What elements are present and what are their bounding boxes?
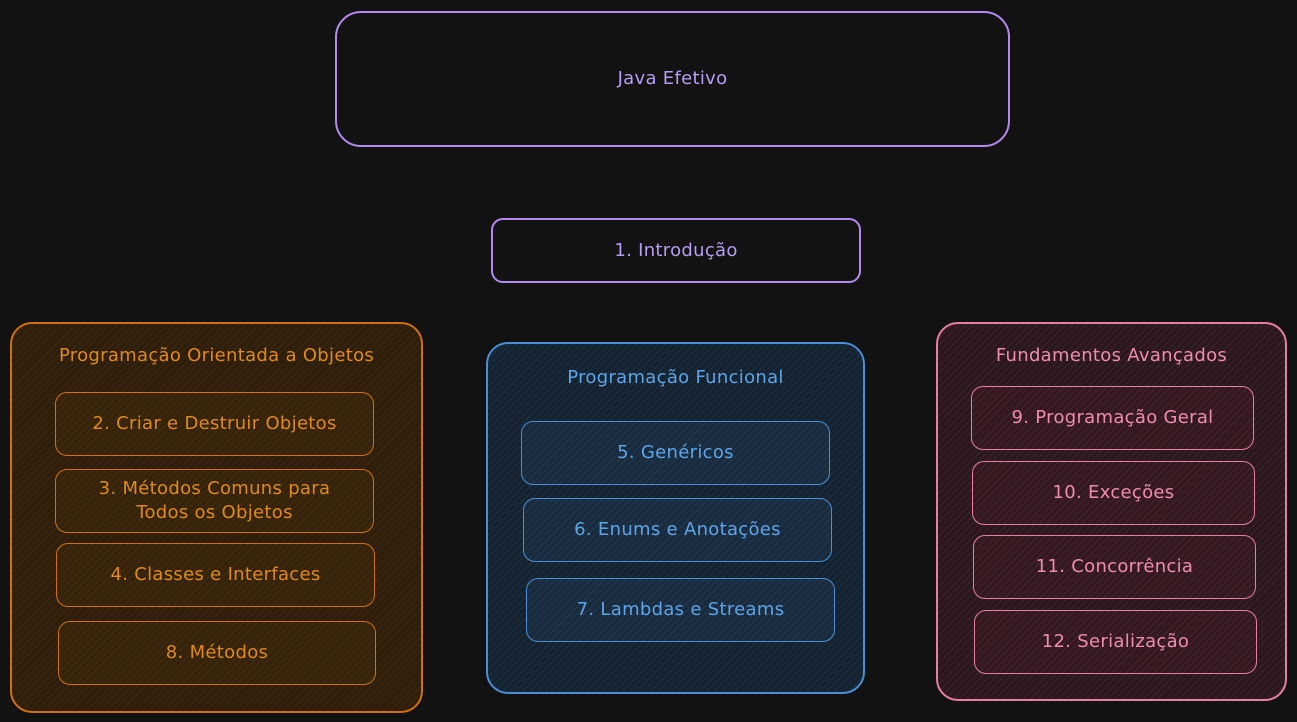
node-label: 7. Lambdas e Streams	[576, 599, 785, 620]
node-label: 11. Concorrência	[1035, 556, 1194, 577]
node-label: 6. Enums e Anotações	[574, 519, 781, 540]
node-label: 5. Genéricos	[617, 442, 734, 463]
node-metodos[interactable]: 8. Métodos	[58, 621, 376, 685]
node-label: 2. Criar e Destruir Objetos	[92, 413, 337, 434]
node-serializacao[interactable]: 12. Serialização	[974, 610, 1257, 674]
node-genericos[interactable]: 5. Genéricos	[521, 421, 830, 485]
group-oop-title: Programação Orientada a Objetos	[58, 345, 375, 366]
node-concorrencia[interactable]: 11. Concorrência	[973, 535, 1256, 599]
node-label: 12. Serialização	[1041, 631, 1190, 652]
node-enums-anotacoes[interactable]: 6. Enums e Anotações	[523, 498, 832, 562]
node-label: 4. Classes e Interfaces	[110, 564, 321, 585]
group-advanced-title: Fundamentos Avançados	[995, 345, 1228, 366]
node-programacao-geral[interactable]: 9. Programação Geral	[971, 386, 1254, 450]
node-criar-destruir-objetos[interactable]: 2. Criar e Destruir Objetos	[55, 392, 374, 456]
group-functional-title: Programação Funcional	[567, 367, 784, 388]
title-label: Java Efetivo	[617, 68, 728, 89]
intro-node[interactable]: 1. Introdução	[491, 218, 861, 283]
node-label: 8. Métodos	[165, 642, 269, 663]
title-node[interactable]: Java Efetivo	[335, 11, 1010, 147]
node-label: 3. Métodos Comuns para Todos os Objetos	[98, 478, 331, 523]
node-metodos-comuns[interactable]: 3. Métodos Comuns para Todos os Objetos	[55, 469, 374, 533]
node-lambdas-streams[interactable]: 7. Lambdas e Streams	[526, 578, 835, 642]
node-classes-interfaces[interactable]: 4. Classes e Interfaces	[56, 543, 375, 607]
intro-label: 1. Introdução	[614, 239, 738, 261]
node-label: 10. Exceções	[1052, 482, 1175, 503]
node-excecoes[interactable]: 10. Exceções	[972, 461, 1255, 525]
node-label: 9. Programação Geral	[1011, 407, 1214, 428]
